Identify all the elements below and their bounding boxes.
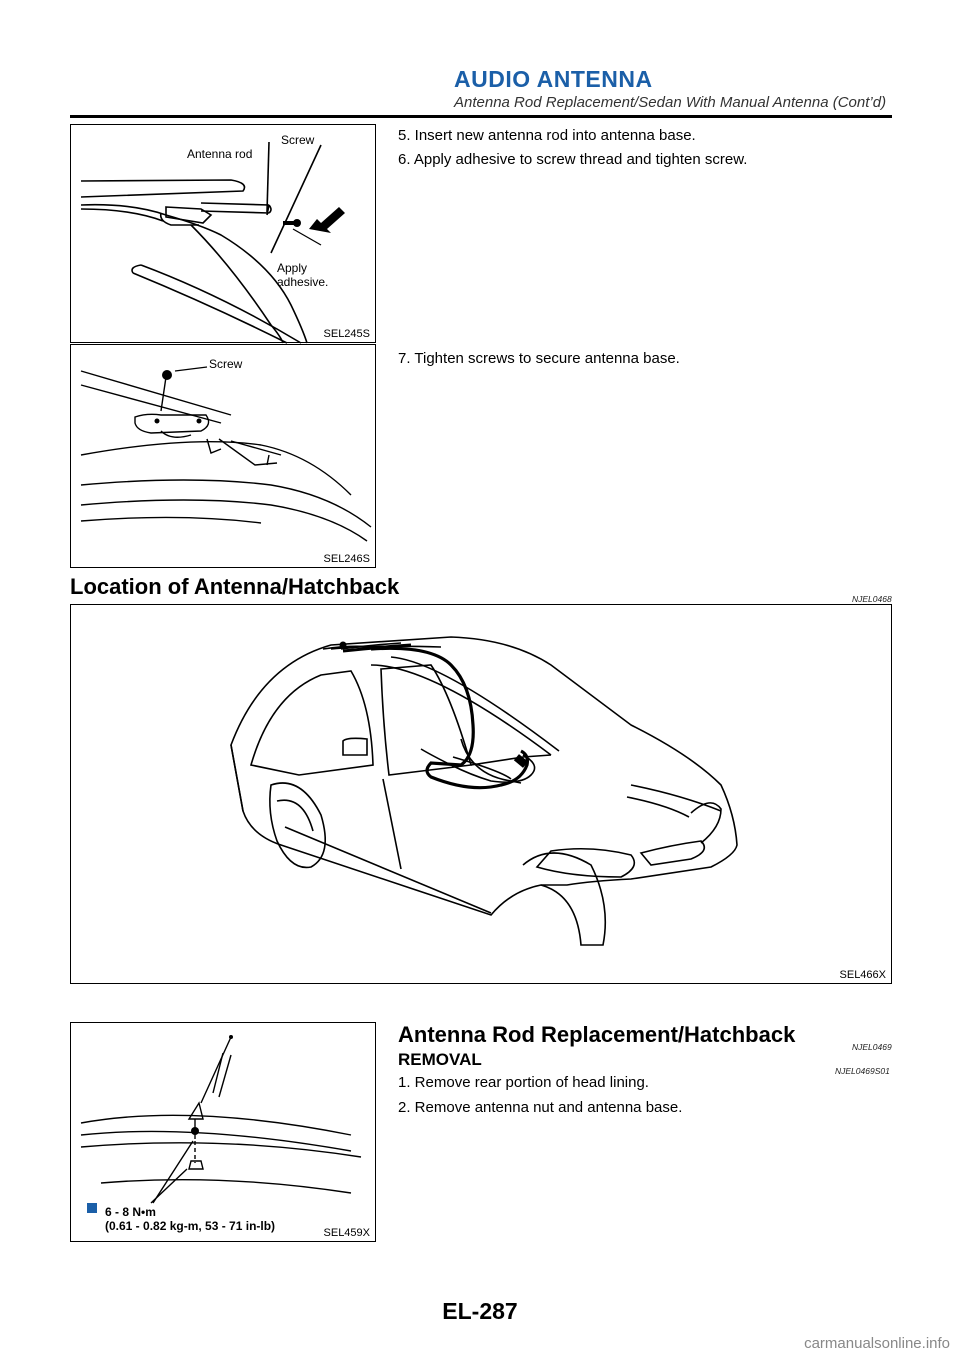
watermark: carmanualsonline.info xyxy=(804,1335,950,1352)
figure-code: SEL245S xyxy=(323,328,370,340)
page-subtitle: Antenna Rod Replacement/Sedan With Manua… xyxy=(454,94,887,111)
figure-code: SEL466X xyxy=(839,969,886,981)
torque-value: 6 - 8 N•m xyxy=(105,1205,156,1219)
section-ref-location: NJEL0468 xyxy=(852,594,892,604)
section-ref-replacement: NJEL0469 xyxy=(852,1042,892,1052)
subsection-heading-removal: REMOVAL xyxy=(398,1050,482,1069)
figure-antenna-rod-screw: Antenna rod Screw Apply adhesive. SEL245… xyxy=(70,124,376,344)
hatchback-antenna-illustration xyxy=(80,1035,362,1213)
page-section-title: AUDIO ANTENNA xyxy=(454,66,653,92)
step-1: 1. Remove rear portion of head lining. xyxy=(398,1074,649,1091)
label-antenna-rod: Antenna rod xyxy=(187,147,253,161)
figure-code: SEL246S xyxy=(323,553,370,565)
page-number: EL-287 xyxy=(442,1298,518,1324)
step-5: 5. Insert new antenna rod into antenna b… xyxy=(398,127,696,144)
section-heading-replacement: Antenna Rod Replacement/Hatchback xyxy=(398,1022,796,1047)
subsection-ref-removal: NJEL0469S01 xyxy=(835,1066,890,1076)
car-illustration xyxy=(230,636,738,946)
label-screw: Screw xyxy=(281,133,315,147)
figure-code: SEL459X xyxy=(323,1227,370,1239)
antenna-rod-illustration xyxy=(80,141,345,344)
step-2: 2. Remove antenna nut and antenna base. xyxy=(398,1099,683,1116)
figure-antenna-base-screws: Screw SEL246S xyxy=(70,344,376,568)
label-apply: Apply xyxy=(277,261,308,275)
header-rule xyxy=(70,115,892,118)
label-screw: Screw xyxy=(209,357,243,371)
step-7: 7. Tighten screws to secure antenna base… xyxy=(398,350,680,367)
antenna-base-illustration xyxy=(80,366,372,542)
figure-car-antenna-location: SEL466X xyxy=(70,604,892,984)
figure-antenna-rod-hatchback: 6 - 8 N•m (0.61 - 0.82 kg-m, 53 - 71 in-… xyxy=(70,1022,376,1242)
torque-value-alt-units: (0.61 - 0.82 kg-m, 53 - 71 in-lb) xyxy=(105,1219,276,1233)
step-6: 6. Apply adhesive to screw thread and ti… xyxy=(398,151,748,168)
section-heading-location: Location of Antenna/Hatchback xyxy=(70,574,400,599)
label-adhesive: adhesive. xyxy=(277,275,329,289)
